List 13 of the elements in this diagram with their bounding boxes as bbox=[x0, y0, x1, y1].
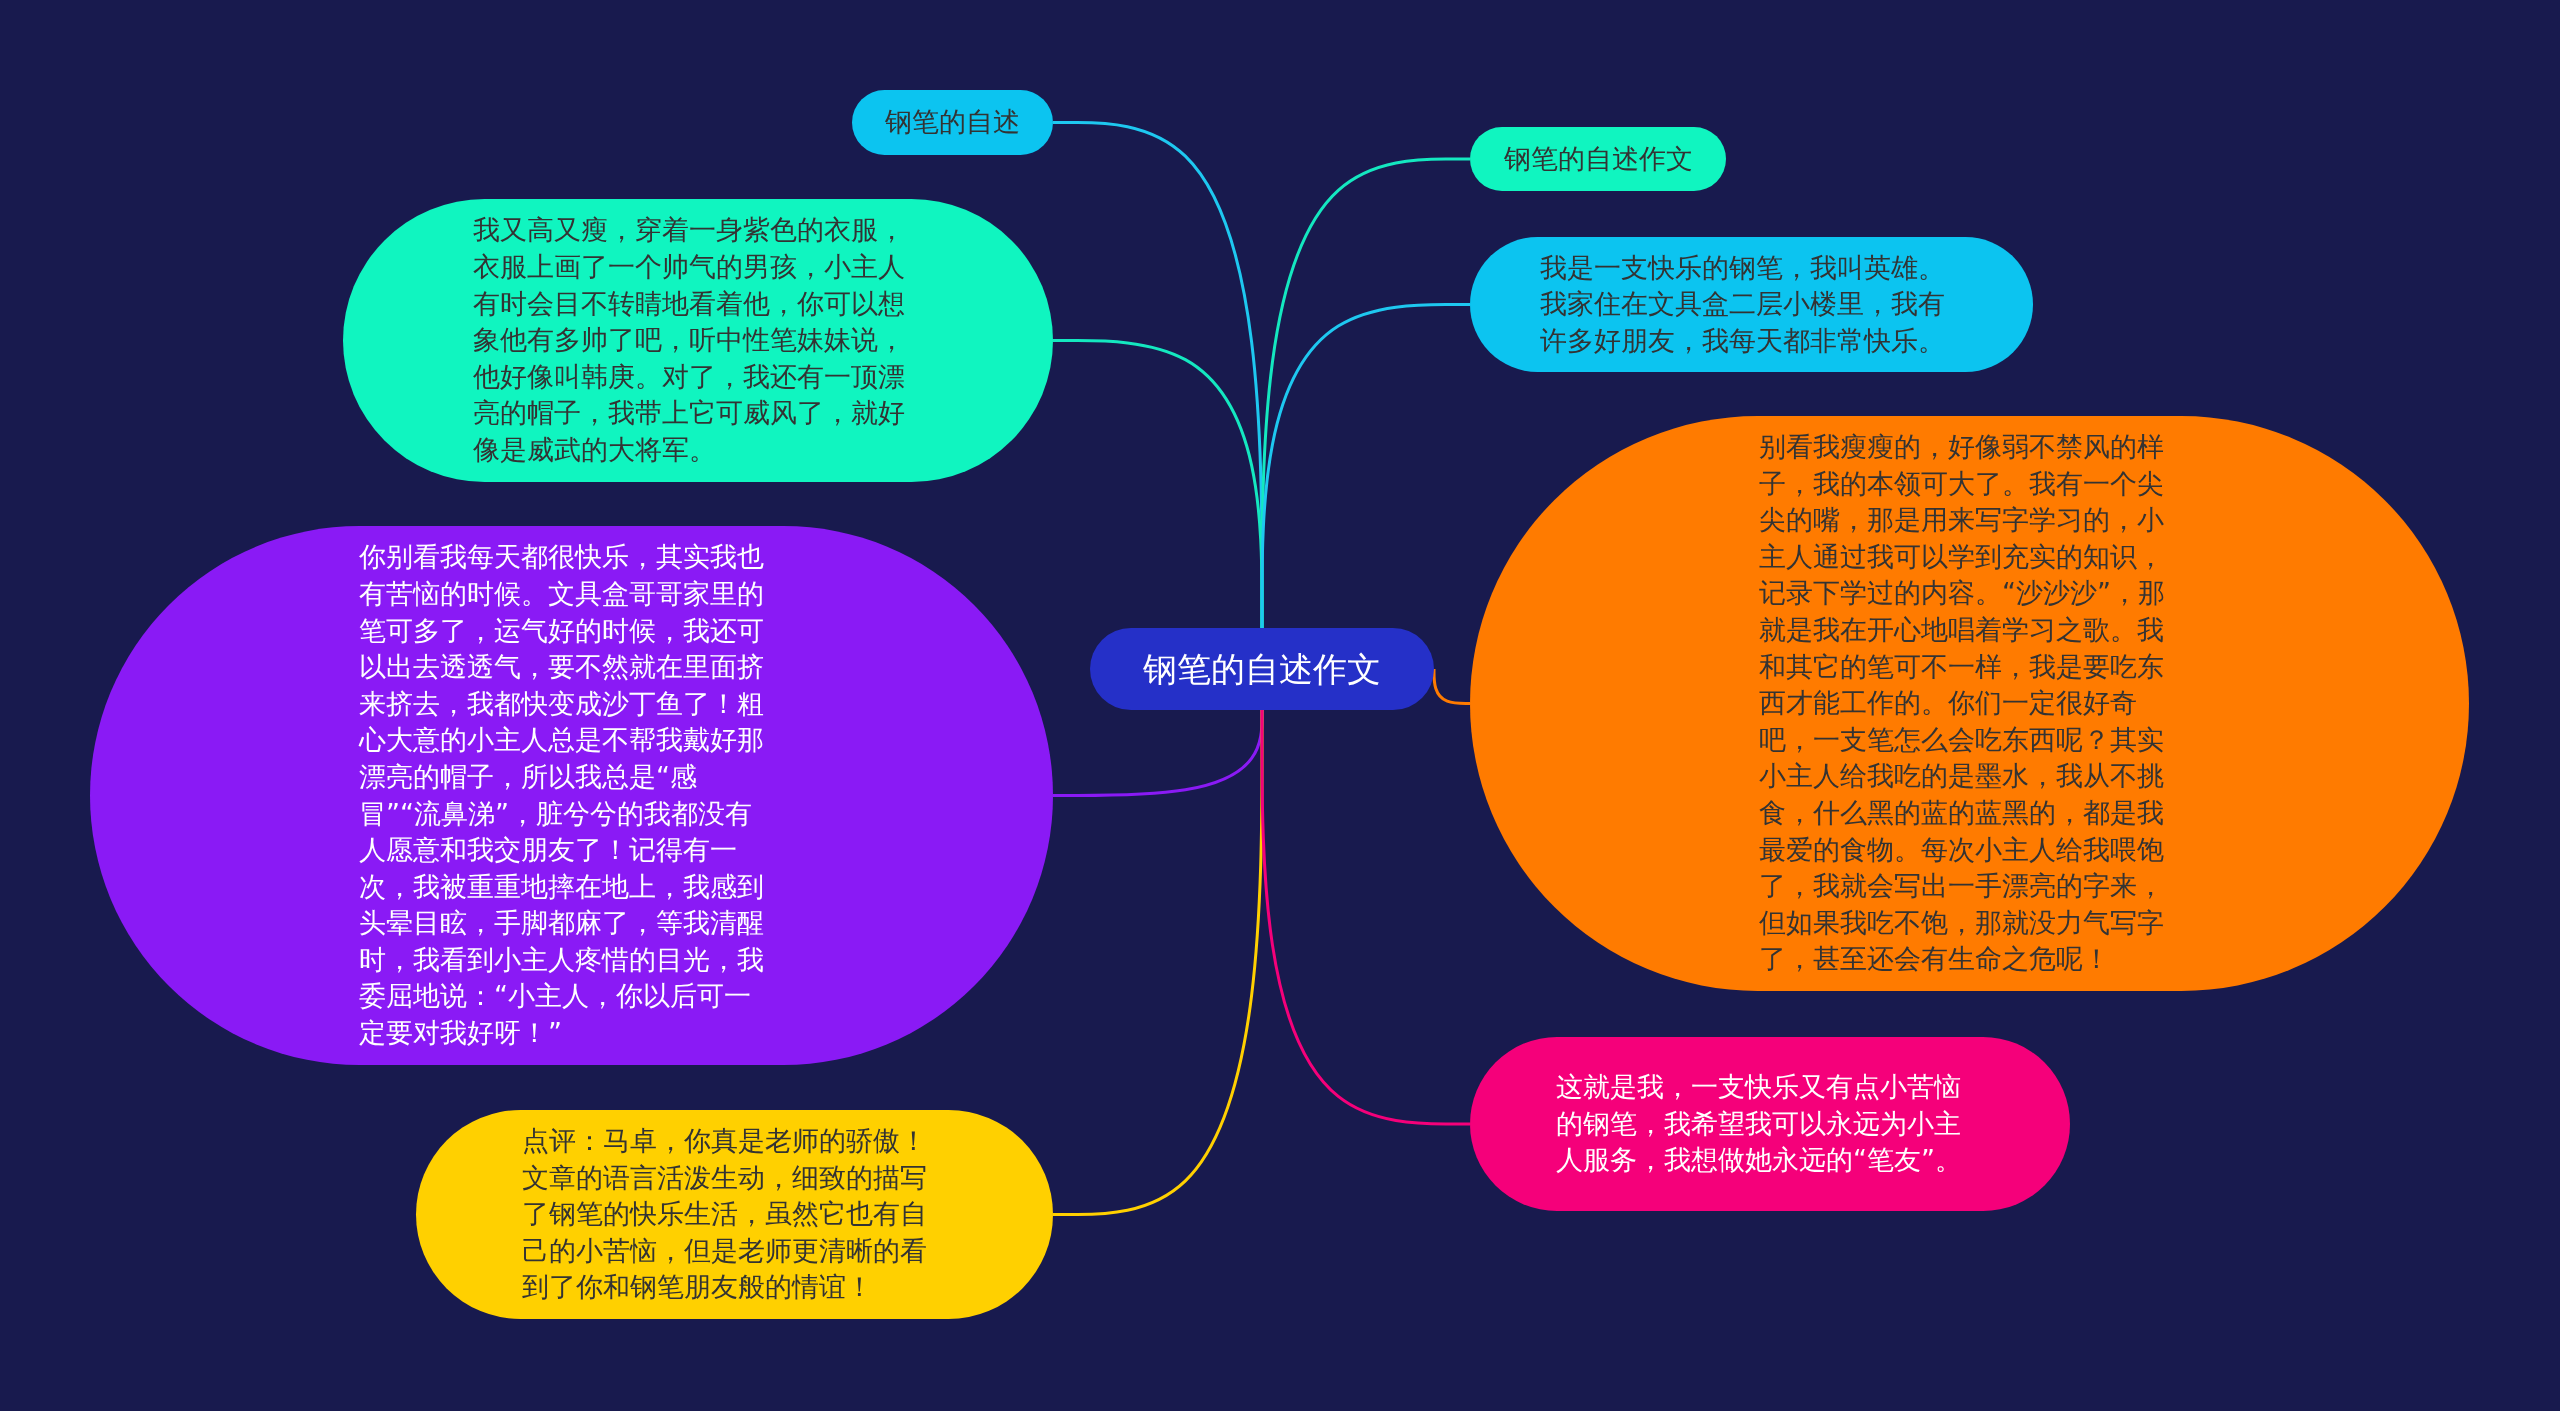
paragraph-text: 这就是我，一支快乐又有点小苦恼的钢笔，我希望我可以永远为小主人服务，我想做她永远的“笔友”。 bbox=[1556, 1070, 1963, 1178]
connector-line bbox=[1432, 669, 1470, 705]
topic-label: 钢笔的自述 bbox=[885, 105, 1020, 140]
paragraph-text: 你别看我每天都很快乐，其实我也有苦恼的时候。文具盒哥哥家里的笔可多了，运气好的时候，我还可以出去透透气，要不然就在里面挤来挤去，我都快变成沙丁鱼了！粗心大意的小主人总是不帮我戴好那漂亮的帽子，所以我总是“感冒”“流鼻涕”，脏兮兮的我都没有人愿意和我交朋友了！记得有一次，我被重重地摔在地上，我感到头晕目眩，手脚都麻了，等我清醒时，我看到小主人疼惜的目光，我委屈地说：“小主人，你以后可一定要对我好呀！” bbox=[359, 540, 765, 1051]
paragraph-text: 点评：马卓，你真是老师的骄傲！文章的语言活泼生动，细致的描写了钢笔的快乐生活，虽然它也有自己的小苦恼，但是老师更清晰的看到了你和钢笔朋友般的情谊！ bbox=[522, 1124, 928, 1305]
paragraph-text: 别看我瘦瘦的，好像弱不禁风的样子，我的本领可大了。我有一个尖尖的嘴，那是用来写字学习的，小主人通过我可以学到充实的知识，记录下学过的内容。“沙沙沙”，那就是我在开心地唱着学习之歌。我和其它的笔可不一样，我是要吃东西才能工作的。你们一定很好奇吧，一支笔怎么会吃东西呢？其实小主人给我吃的是墨水，我从不挑食，什么黑的蓝的蓝黑的，都是我最爱的食物。每次小主人给我喂饱了，我就会写出一手漂亮的字来，但如果我吃不饱，那就没力气写字了，甚至还会有生命之危呢！ bbox=[1759, 430, 2166, 977]
connector-line bbox=[1260, 710, 1470, 1126]
paragraph-text: 我又高又瘦，穿着一身紫色的衣服，衣服上画了一个帅气的男孩，小主人有时会目不转睛地看着他，你可以想象他有多帅了吧，听中性笔妹妹说，他好像叫韩庚。对了，我还有一顶漂亮的帽子，我带上它可威风了，就好像是威武的大将军。 bbox=[473, 213, 906, 467]
topic-label: 钢笔的自述作文 bbox=[1503, 141, 1693, 176]
paragraph-text: 我是一支快乐的钢笔，我叫英雄。我家住在文具盒二层小楼里，我有许多好朋友，我每天都非常快乐。 bbox=[1540, 250, 1946, 358]
connector-line bbox=[1260, 303, 1470, 628]
topic-box bbox=[1090, 628, 1434, 710]
topic-label: 钢笔的自述作文 bbox=[1143, 650, 1381, 688]
